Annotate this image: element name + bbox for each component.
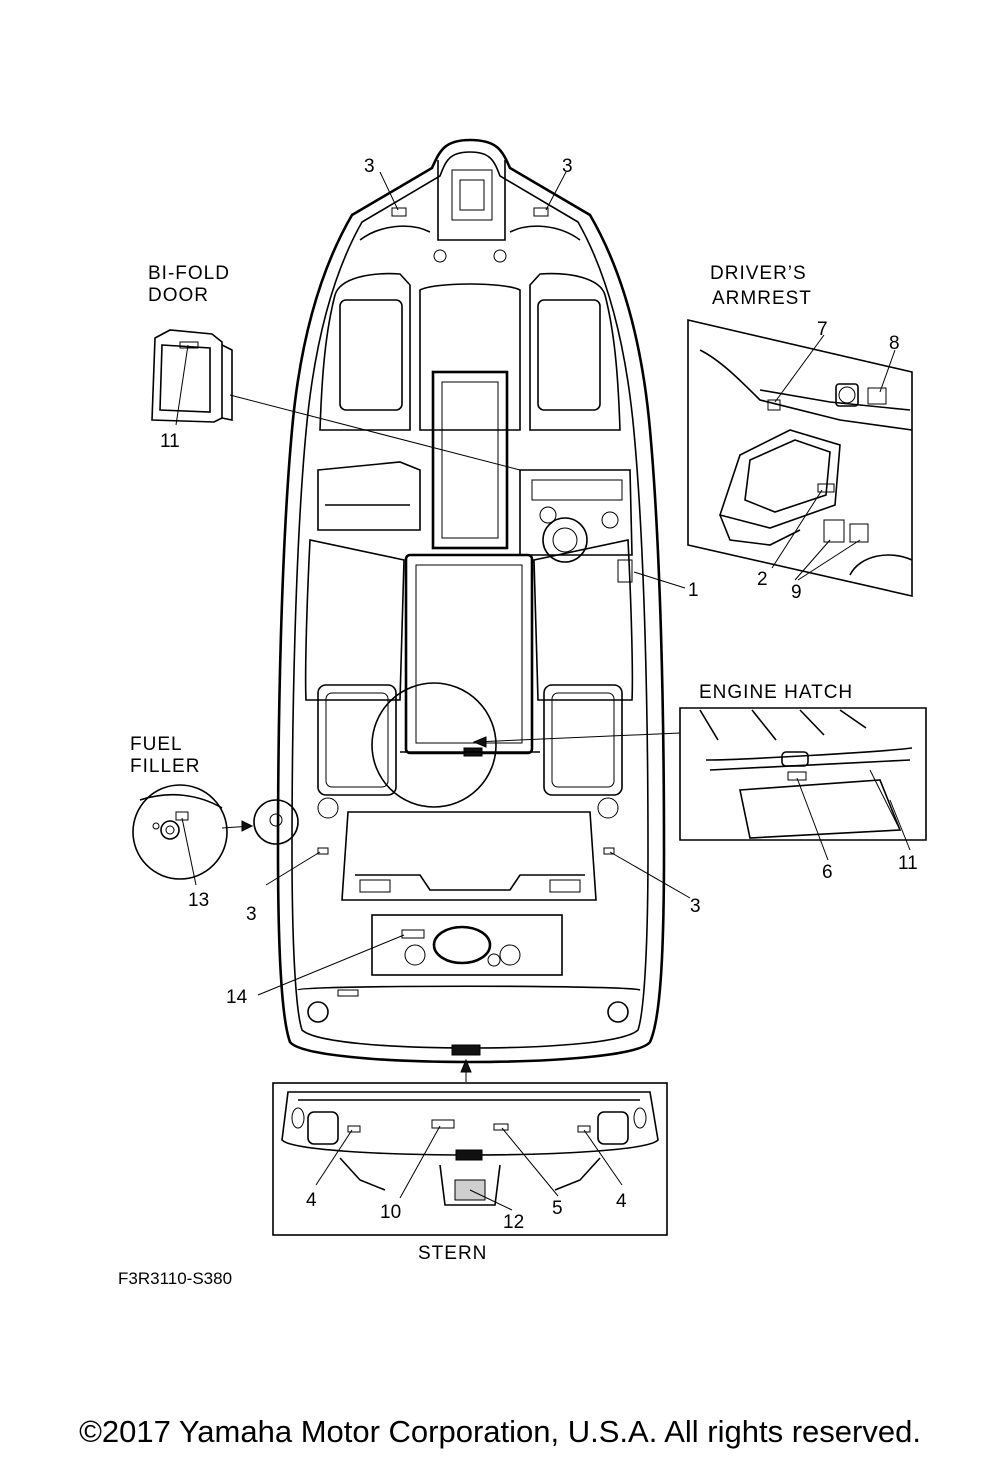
- fuel-filler-inset: [132, 784, 228, 880]
- stern-label-4-left-marker: [347, 1125, 361, 1133]
- bifold-door-inset: [151, 329, 521, 471]
- callout-stern-10: 10: [380, 1202, 401, 1223]
- bifold-door-title-line2: DOOR: [148, 285, 209, 306]
- stern-title: STERN: [418, 1243, 487, 1264]
- stern-label-10-marker: [431, 1119, 455, 1129]
- callout-transom-14: 14: [226, 987, 248, 1008]
- callout-stern-4-right: 4: [616, 1191, 627, 1212]
- callout-helm-1: 1: [688, 580, 699, 601]
- diagram-code: F3R3110-S380: [118, 1269, 232, 1288]
- hatch-label-6-marker: [787, 771, 807, 781]
- boat-top-view: [253, 138, 666, 1064]
- drivers-armrest-title-line2: ARMREST: [712, 288, 812, 309]
- callout-hatch-11: 11: [898, 853, 918, 874]
- hull-outline: [276, 138, 666, 1064]
- drivers-armrest-inset: [687, 318, 913, 598]
- bifold-label-marker: [179, 341, 199, 349]
- leader-lines: [175, 171, 911, 1211]
- transom-label-marker: [401, 929, 425, 939]
- armrest-label-2-marker: [817, 483, 835, 493]
- hull-gunwale: [291, 151, 649, 1049]
- callout-bow-left: 3: [364, 156, 375, 177]
- engine-hatch-title: ENGINE HATCH: [699, 682, 853, 703]
- copyright-notice: ©2017 Yamaha Motor Corporation, U.S.A. A…: [79, 1414, 921, 1449]
- engine-hatch-inset: [679, 707, 927, 841]
- engine-hatch-detail-circle: [371, 682, 497, 808]
- fuel-filler-title-line2: FILLER: [130, 756, 200, 777]
- fuel-filler-detail-circle: [253, 799, 299, 845]
- callout-armrest-7: 7: [817, 319, 828, 340]
- callout-stern-5: 5: [552, 1198, 563, 1219]
- callout-bifold: 11: [160, 431, 180, 452]
- callout-armrest-9: 9: [791, 582, 802, 603]
- stern-label-4-right-marker: [577, 1125, 591, 1133]
- callout-armrest-2: 2: [757, 569, 768, 590]
- callout-bow-right: 3: [562, 156, 573, 177]
- helm-label-marker: [617, 559, 633, 583]
- bifold-door-title-line1: BI-FOLD: [148, 263, 230, 284]
- callout-aft-right-3: 3: [690, 896, 701, 917]
- callout-fuel-13: 13: [188, 890, 209, 911]
- callout-aft-left-3: 3: [246, 904, 257, 925]
- stern-inset: [272, 1082, 668, 1236]
- armrest-label-7-marker: [767, 399, 781, 411]
- fuel-filler-title-line1: FUEL: [130, 734, 183, 755]
- callout-stern-12: 12: [503, 1212, 524, 1233]
- callout-armrest-8: 8: [889, 333, 900, 354]
- armrest-label-9-marker: [823, 519, 845, 543]
- bow-label-left-marker: [391, 207, 407, 217]
- callout-stern-4-left: 4: [306, 1190, 317, 1211]
- armrest-label-8-marker: [867, 387, 887, 405]
- stern-label-5-marker: [493, 1123, 509, 1131]
- callout-hatch-6: 6: [822, 862, 833, 883]
- bow-label-right-marker: [533, 207, 549, 217]
- drivers-armrest-title-line1: DRIVER’S: [710, 263, 807, 284]
